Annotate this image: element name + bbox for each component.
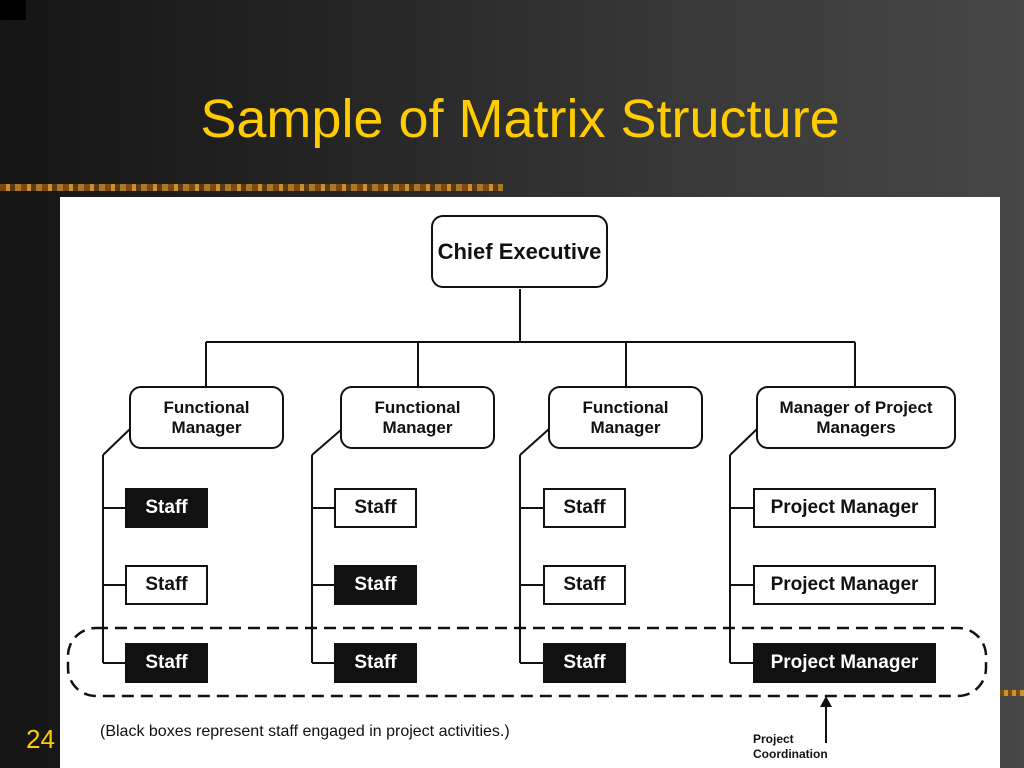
staff-box: Staff bbox=[543, 565, 626, 605]
staff-box-engaged: Staff bbox=[125, 488, 208, 528]
staff-box-engaged: Staff bbox=[334, 643, 417, 683]
connector-lines bbox=[66, 289, 988, 743]
staff-box-engaged: Staff bbox=[543, 643, 626, 683]
decorative-divider bbox=[0, 184, 503, 191]
staff-box-engaged: Staff bbox=[334, 565, 417, 605]
diagram-caption: (Black boxes represent staff engaged in … bbox=[100, 723, 510, 740]
col1-diagonal bbox=[102, 428, 131, 456]
staff-box-engaged: Staff bbox=[125, 643, 208, 683]
staff-box: Staff bbox=[543, 488, 626, 528]
functional-manager-box: Functional Manager bbox=[340, 386, 495, 449]
staff-box: Staff bbox=[334, 488, 417, 528]
corner-mark bbox=[0, 0, 26, 20]
col3-diagonal bbox=[519, 428, 550, 456]
staff-box: Staff bbox=[125, 565, 208, 605]
chief-executive-box: Chief Executive bbox=[431, 215, 608, 288]
slide-number: 24 bbox=[26, 724, 55, 754]
manager-of-project-managers-box: Manager of Project Managers bbox=[756, 386, 956, 449]
col2-diagonal bbox=[311, 428, 343, 456]
project-manager-box: Project Manager bbox=[753, 565, 936, 605]
functional-manager-box: Functional Manager bbox=[548, 386, 703, 449]
decorative-edge-bar bbox=[1000, 690, 1024, 696]
project-coordination-band bbox=[66, 626, 988, 698]
slide-title: Sample of Matrix Structure bbox=[200, 89, 840, 149]
coordination-arrow bbox=[820, 696, 832, 743]
matrix-structure-diagram: Chief Executive Functional Manager Funct… bbox=[60, 197, 1000, 768]
project-coordination-label: Project Coordination bbox=[753, 732, 828, 761]
functional-manager-box: Functional Manager bbox=[129, 386, 284, 449]
project-manager-box: Project Manager bbox=[753, 488, 936, 528]
project-manager-box-engaged: Project Manager bbox=[753, 643, 936, 683]
col4-diagonal bbox=[729, 428, 758, 456]
